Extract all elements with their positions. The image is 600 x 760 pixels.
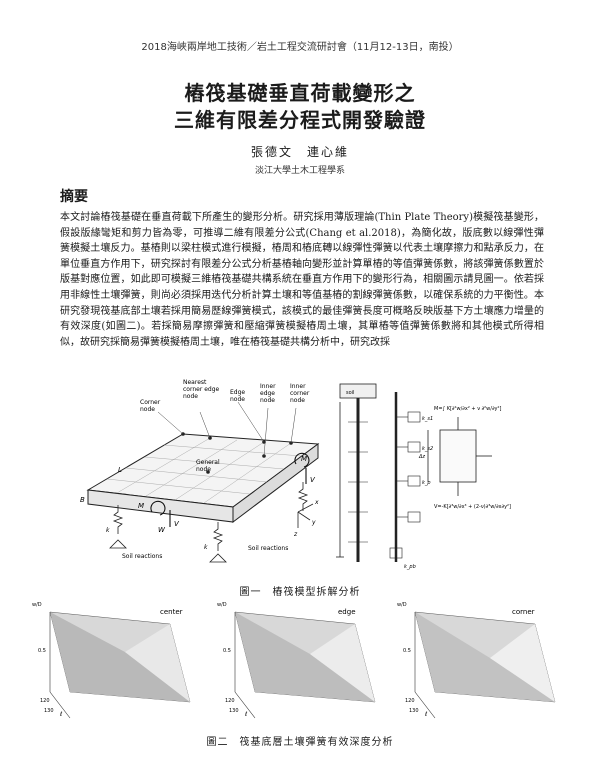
pile-model <box>336 383 492 562</box>
label-soil-reactions-left: Soil reactions <box>122 553 162 560</box>
node-leader-lines <box>157 401 297 457</box>
label-vy: V <box>174 520 180 528</box>
affiliation: 淡江大學土木工程學系 <box>254 166 345 176</box>
label-ks2: k_s2 <box>422 446 433 452</box>
label-pile-top: soil <box>346 390 354 396</box>
tick-b-center: 130 <box>44 708 54 714</box>
label-z-axis: z <box>293 531 298 538</box>
label-w: W <box>158 526 166 534</box>
figure-1-caption: 圖一 樁筏模型拆解分析 <box>239 587 361 598</box>
raft-plate <box>86 433 320 524</box>
surface-panel-center: center w/D ℓ 120 130 0.5 <box>32 602 191 719</box>
running-header: 2018海峽兩岸地工技術／岩土工程交流研討會（11月12-13日，南投） <box>141 42 459 53</box>
axis-depth-corner: ℓ <box>424 711 427 718</box>
label-y-axis: y <box>311 519 316 526</box>
label-soil-reactions-right: Soil reactions <box>248 545 288 552</box>
axis-w-corner: w/D <box>397 602 407 608</box>
label-x-axis: x <box>314 499 319 506</box>
authors: 張德文 連心維 <box>250 145 349 159</box>
title-line-2: 三維有限差分程式開發驗證 <box>174 108 426 132</box>
tick-c-corner: 0.5 <box>403 648 411 654</box>
label-my: M <box>138 502 144 510</box>
paper-title: 樁筏基礎垂直荷載變形之 三維有限差分程式開發驗證 <box>0 80 600 134</box>
figure-2: center w/D ℓ 120 130 0.5 edge w/D ℓ 120 … <box>32 602 556 719</box>
panel-label-corner: corner <box>512 608 535 616</box>
tick-c-edge: 0.5 <box>223 648 231 654</box>
tick-a-corner: 120 <box>405 698 415 704</box>
axis-w-center: w/D <box>32 602 42 608</box>
label-kpb: k_pb <box>404 564 416 570</box>
plate-equation-1: M=∫ K[∂²w/∂x² + ν ∂²w/∂y²] <box>434 406 502 412</box>
surface-panel-edge: edge w/D ℓ 120 130 0.5 <box>217 602 376 719</box>
surface-panel-corner: corner w/D ℓ 120 130 0.5 <box>397 602 556 719</box>
axis-depth-center: ℓ <box>59 711 62 718</box>
label-kp: k_p <box>422 480 431 486</box>
label-kx: k <box>106 527 110 534</box>
label-l: L <box>118 466 122 474</box>
panel-label-center: center <box>160 608 183 616</box>
panel-label-edge: edge <box>338 608 356 616</box>
tick-b-corner: 130 <box>409 708 419 714</box>
tick-c-center: 0.5 <box>38 648 46 654</box>
label-ks1: k_s1 <box>422 416 433 422</box>
tick-a-edge: 120 <box>225 698 235 704</box>
label-ky: k <box>204 544 208 551</box>
label-mx: M <box>301 455 307 463</box>
label-vx: V <box>310 476 316 484</box>
abstract-heading: 摘要 <box>60 189 88 205</box>
label-b: B <box>80 496 85 504</box>
label-delta: Δz <box>418 454 425 460</box>
title-line-1: 樁筏基礎垂直荷載變形之 <box>184 81 416 105</box>
axis-w-edge: w/D <box>217 602 227 608</box>
axes-triad <box>297 503 314 528</box>
abstract-text: 本文討論樁筏基礎在垂直荷載下所產生的變形分析。研究採用薄版理論(Thin Pla… <box>60 212 544 348</box>
tick-a-center: 120 <box>40 698 50 704</box>
axis-depth-edge: ℓ <box>244 711 247 718</box>
figure-2-caption: 圖二 筏基底層土壤彈簧有效深度分析 <box>206 737 394 748</box>
tick-b-edge: 130 <box>229 708 239 714</box>
plate-equation-2: V=-K[∂³w/∂x³ + (2-ν)∂³w/∂x∂y²] <box>434 504 511 510</box>
soil-springs <box>109 482 309 563</box>
moment-shear-arrows <box>150 452 310 527</box>
